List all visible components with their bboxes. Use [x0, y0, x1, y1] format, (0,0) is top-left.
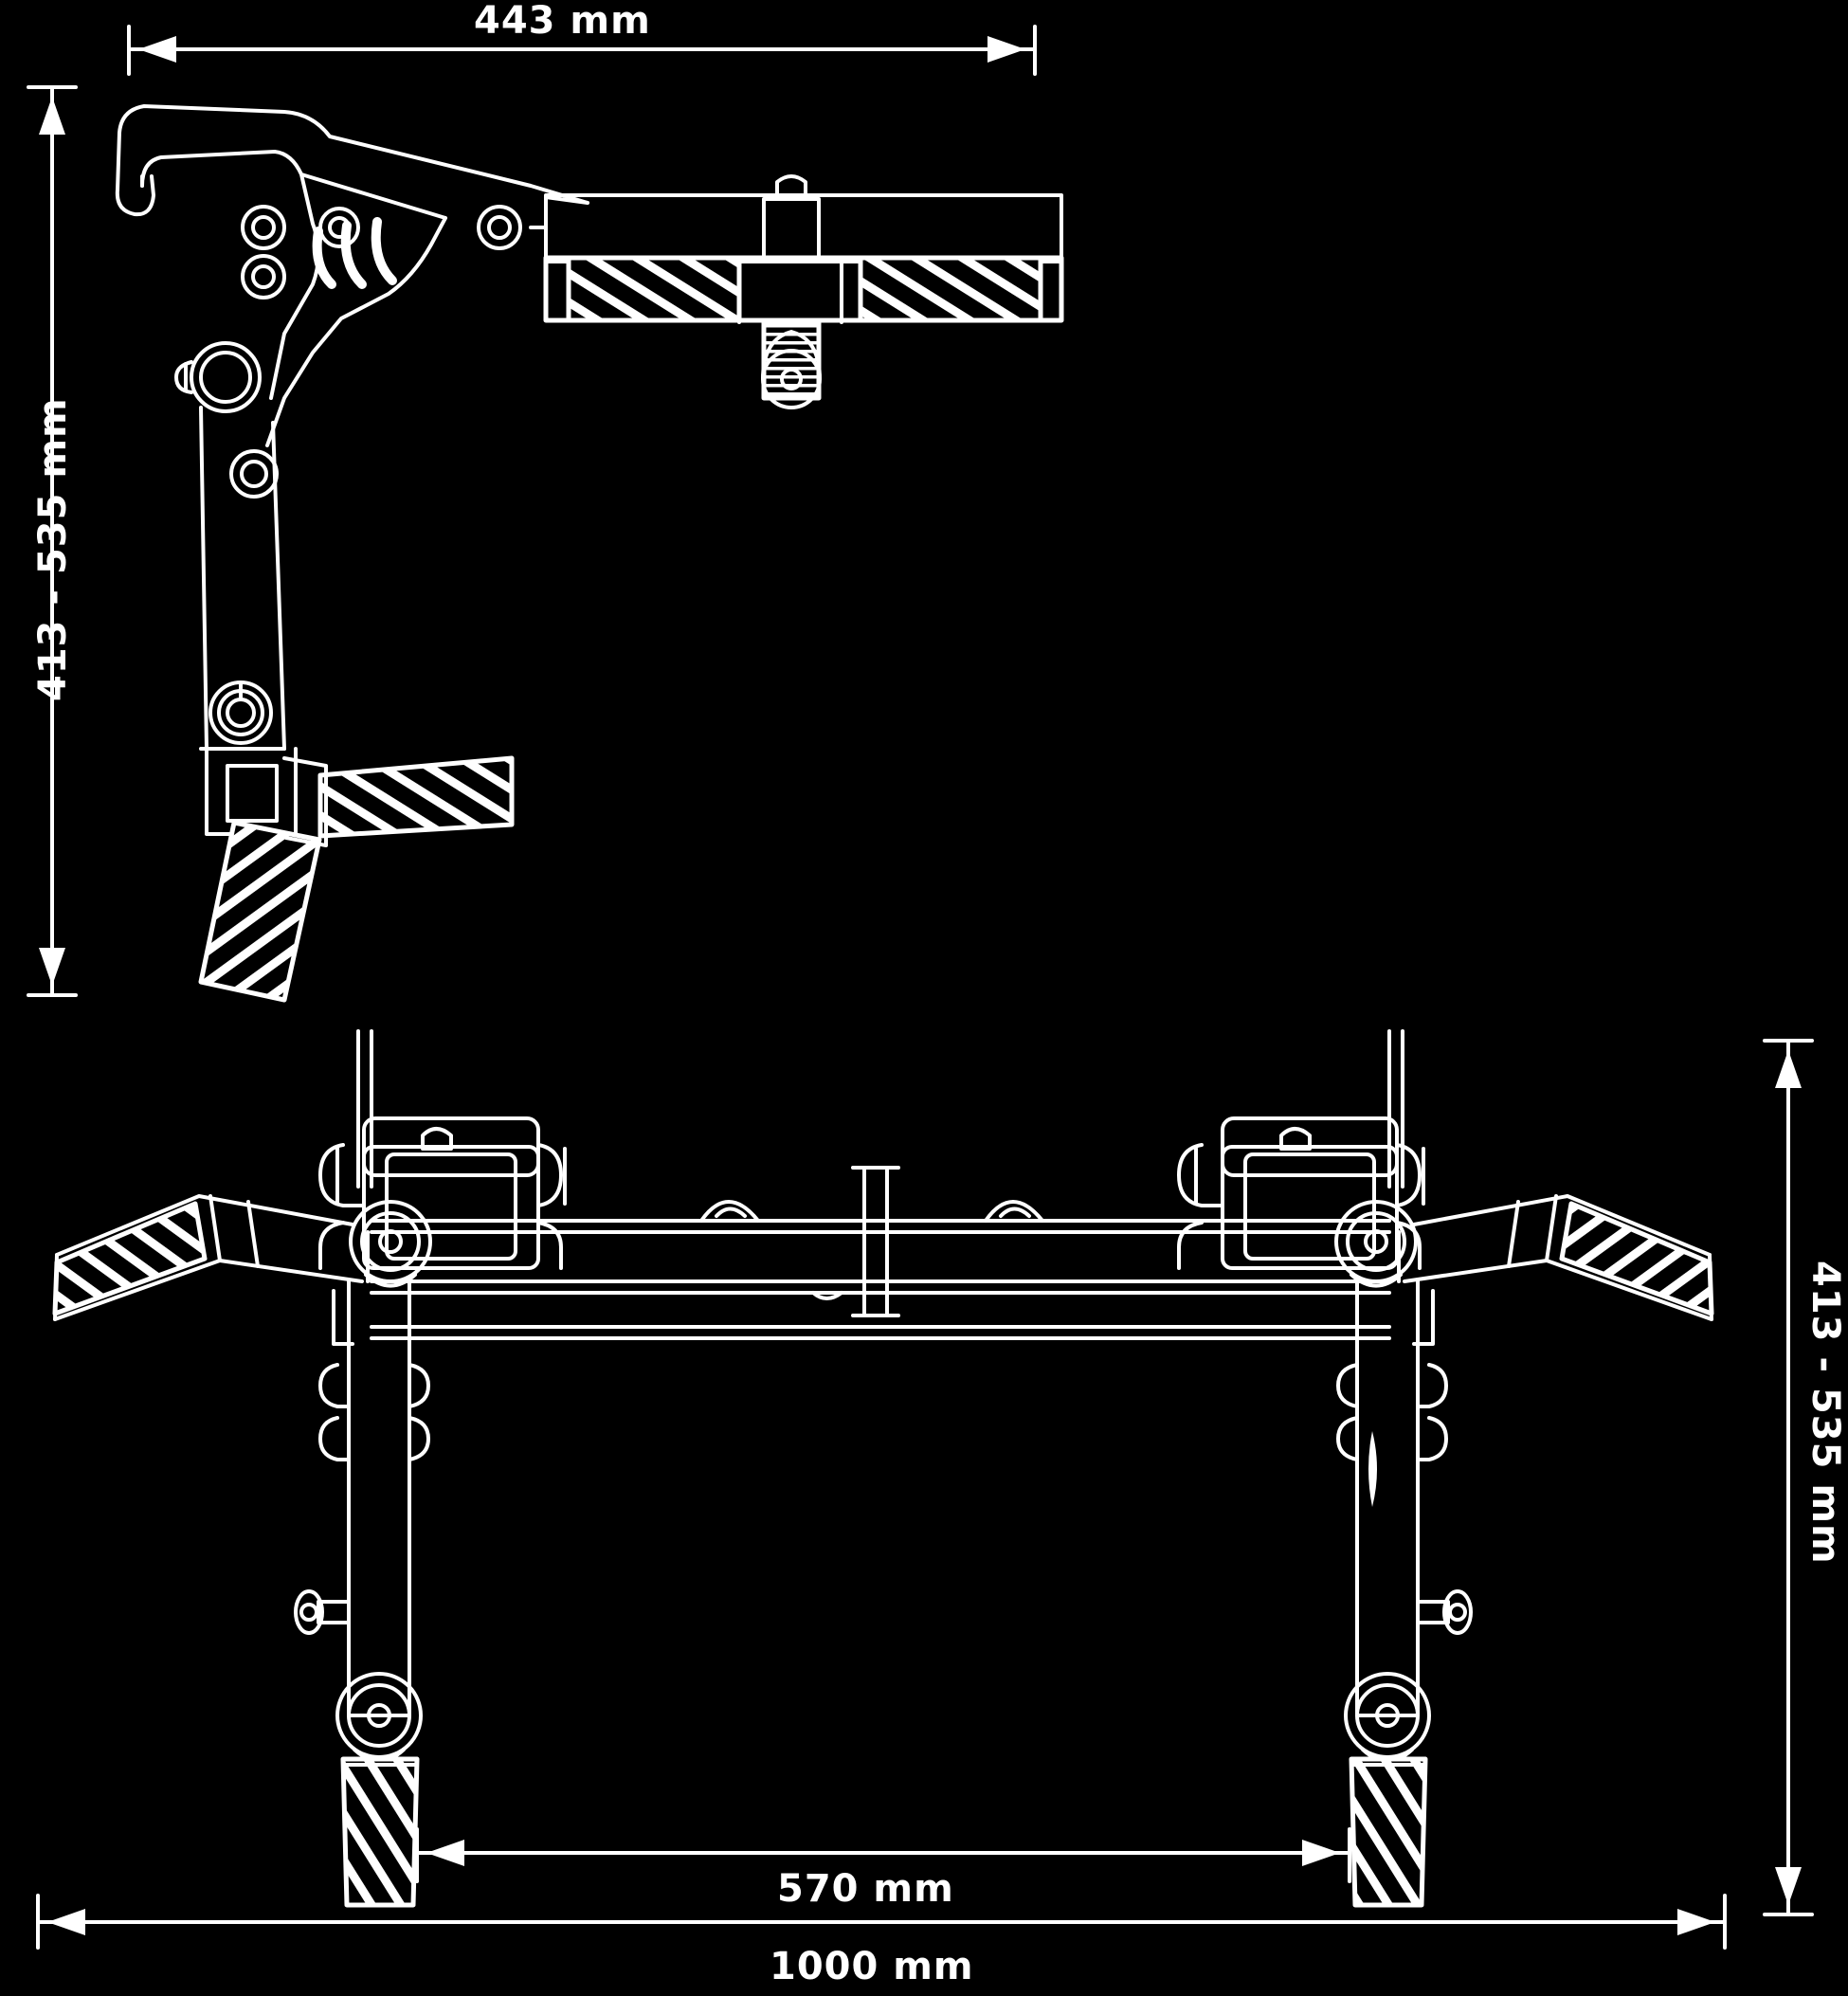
knurled-knob-side — [208, 680, 273, 745]
dimension-left-height — [27, 85, 78, 997]
dimension-label-left-height: 413 - 535 mm — [31, 397, 75, 701]
center-post — [851, 1166, 900, 1317]
thumbscrew-left — [294, 1589, 351, 1635]
side-crossbar-grips — [566, 255, 1043, 323]
dimension-label-443: 443 mm — [474, 0, 651, 43]
leg-left — [294, 1230, 430, 1908]
dimension-1000 — [36, 1894, 1727, 1950]
side-handlebar-grip-lower — [317, 755, 515, 839]
dimension-right-height — [1763, 1039, 1814, 1916]
dimension-label-1000: 1000 mm — [770, 1945, 974, 1988]
threaded-screw — [761, 319, 822, 409]
arm-right — [1403, 1194, 1714, 1321]
side-view-assembly — [115, 104, 1064, 1003]
arm-left — [52, 1194, 364, 1321]
front-view-assembly — [52, 1029, 1714, 1908]
leg-right — [1336, 1230, 1473, 1908]
side-foot-grip — [198, 820, 322, 1003]
dimension-label-570: 570 mm — [777, 1867, 954, 1911]
thumbscrew-right — [1416, 1589, 1473, 1635]
dimension-443 — [127, 25, 1037, 76]
dimension-label-right-height: 413 - 535 mm — [1803, 1261, 1847, 1565]
